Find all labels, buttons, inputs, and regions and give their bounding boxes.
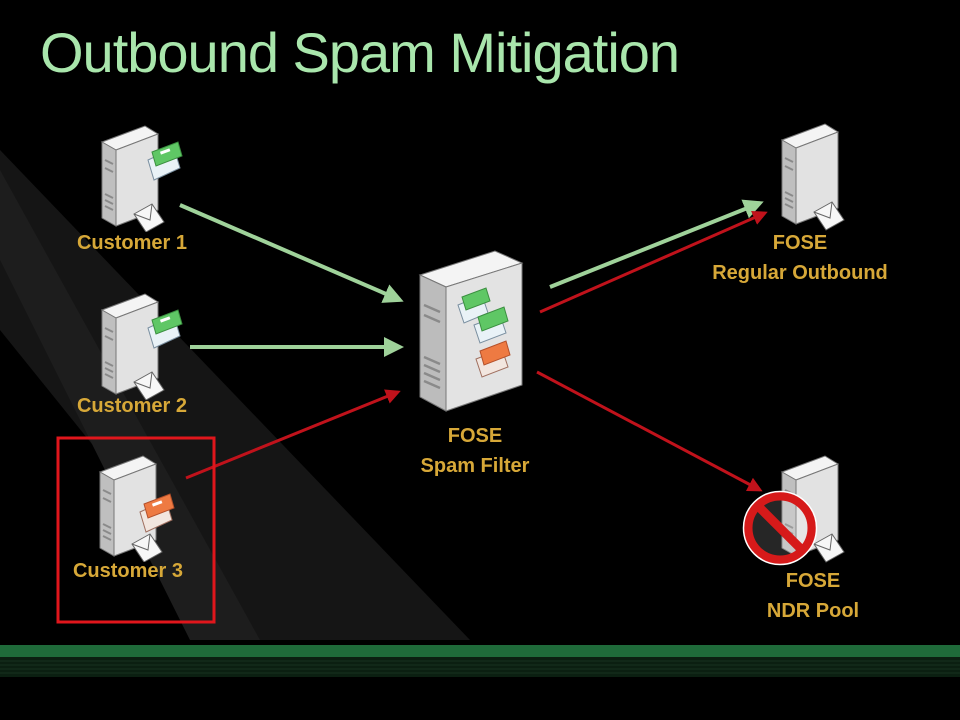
arrow-filter-to-regular-green — [549, 199, 764, 289]
spam-filter-label: FOSE Spam Filter — [420, 425, 530, 477]
page-title: Outbound Spam Mitigation — [40, 21, 680, 84]
spam-filter-server-icon — [418, 250, 524, 412]
mail-envelope-icon — [133, 203, 165, 232]
envelope-icon — [473, 306, 509, 344]
prohibited-icon — [742, 490, 818, 566]
regular-outbound-server-icon — [780, 123, 845, 231]
arrow-customer3-to-filter — [185, 389, 401, 480]
customer2-server-icon — [100, 293, 183, 400]
customer3-label: Customer 3 — [72, 560, 184, 582]
envelope-icon — [147, 141, 183, 181]
spam-envelope-icon — [475, 340, 511, 378]
arrow-customer1-to-filter — [179, 203, 404, 303]
arrow-filter-to-regular-red — [539, 210, 768, 314]
customer1-server-icon — [100, 125, 183, 232]
ndr-pool-label: FOSE NDR Pool — [766, 570, 860, 622]
regular-outbound-label: FOSE Regular Outbound — [712, 232, 888, 284]
customer2-label: Customer 2 — [76, 395, 188, 417]
mail-envelope-icon — [813, 533, 845, 563]
customer1-label: Customer 1 — [76, 232, 188, 254]
mail-envelope-icon — [133, 371, 165, 400]
envelope-icon — [147, 309, 183, 349]
spam-envelope-icon — [139, 493, 175, 533]
arrow-filter-to-ndr — [536, 370, 763, 492]
mail-envelope-icon — [813, 201, 845, 231]
mail-envelope-icon — [131, 533, 163, 562]
customer3-server-icon — [98, 455, 175, 562]
